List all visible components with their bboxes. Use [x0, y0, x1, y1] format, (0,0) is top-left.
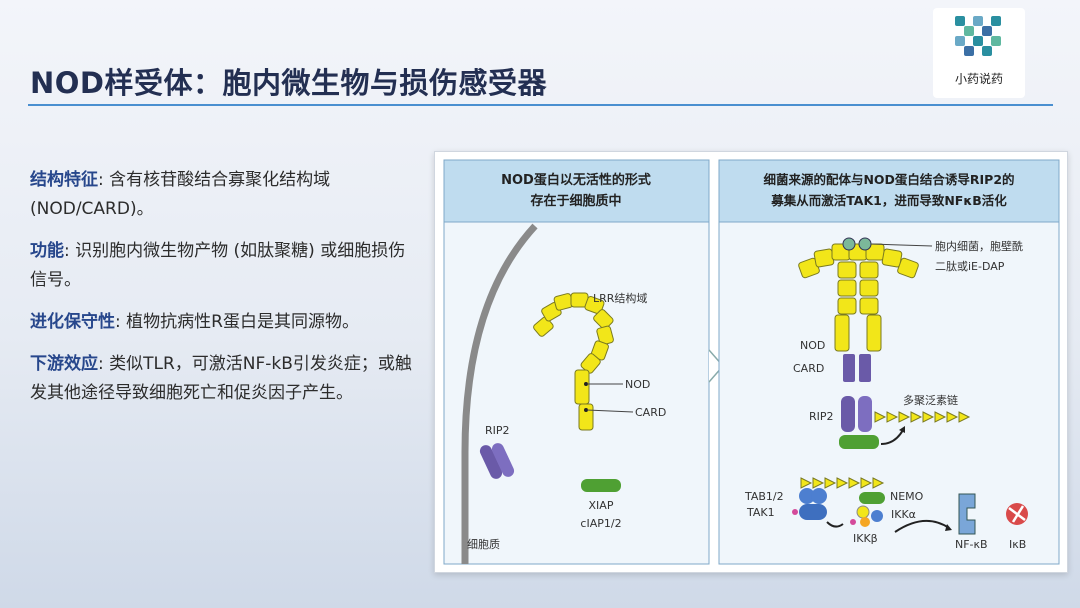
nemo-label: NEMO	[890, 490, 924, 503]
bullet-text: : 类似TLR，可激活NF-kB引发炎症；或触发其他途径导致细胞死亡和促炎因子产…	[30, 354, 412, 403]
bullet-label: 结构特征	[30, 170, 98, 190]
ubiquitin-ligase-shape	[839, 435, 879, 449]
ciap-label: cIAP1/2	[580, 517, 621, 530]
ikka-label: IKKα	[891, 508, 916, 521]
logo-text: 小药说药	[954, 72, 1003, 86]
rip2-label-left: RIP2	[485, 424, 510, 437]
nod-inactive-lrr	[533, 292, 614, 431]
nfkb-label: NF-κB	[955, 538, 988, 551]
ikb-label: IκB	[1009, 538, 1026, 551]
activation-arrow-icon	[880, 429, 904, 445]
ligand-label-2: 二肽或iE-DAP	[935, 259, 1005, 273]
right-panel-header	[718, 159, 1060, 223]
xiap-shape	[581, 479, 621, 492]
nod-label-right: NOD	[800, 339, 825, 352]
left-header-line1: NOD蛋白以无活性的形式	[501, 172, 651, 188]
tab12-label: TAB1/2	[744, 490, 784, 503]
ikb-degraded	[1006, 503, 1028, 525]
cytoplasm-label: 细胞质	[467, 538, 500, 551]
card-shape-2	[859, 354, 871, 382]
left-panel	[443, 159, 710, 565]
bullet-conservation: 进化保守性: 植物抗病性R蛋白是其同源物。	[30, 308, 415, 337]
ubiquitin-chain-lower	[800, 477, 885, 489]
nod-label-left: NOD	[625, 378, 650, 391]
bullet-structure: 结构特征: 含有核苷酸结合寡聚化结构域(NOD/CARD)。	[30, 166, 415, 224]
tab-tak1-complex	[792, 488, 827, 520]
title-divider	[28, 104, 1053, 106]
tak-arrow-icon	[826, 521, 844, 528]
bullet-text: : 含有核苷酸结合寡聚化结构域(NOD/CARD)。	[30, 170, 331, 219]
ikkb-label: IKKβ	[853, 532, 878, 545]
cell-membrane	[461, 223, 538, 564]
tak1-label: TAK1	[746, 506, 775, 519]
right-panel	[718, 159, 1060, 565]
ligand-label-1: 胞内细菌，胞壁酰	[935, 239, 1023, 253]
rip2-shape-1	[841, 396, 855, 432]
bullet-label: 进化保守性	[30, 312, 115, 332]
ikk-arrow-icon	[894, 520, 950, 533]
card-shape-1	[843, 354, 855, 382]
bullet-downstream: 下游效应: 类似TLR，可激活NF-kB引发炎症；或触发其他途径导致细胞死亡和促…	[30, 350, 415, 408]
right-header-line2: 募集从而激活TAK1，进而导致NFκB活化	[770, 193, 1007, 208]
left-header-line2: 存在于细胞质中	[530, 193, 621, 209]
nfkb-shape	[958, 493, 976, 535]
left-panel-header	[443, 159, 710, 223]
bullet-text: : 识别胞内微生物产物 (如肽聚糖) 或细胞损伤信号。	[30, 241, 406, 290]
polyubiquitin-chain	[874, 411, 971, 423]
logo-mark-icon	[955, 16, 1001, 56]
card-label-right: CARD	[793, 362, 824, 375]
rip2-inactive	[479, 443, 515, 479]
rip2-shape-2	[858, 396, 872, 432]
lrr-label: LRR结构域	[593, 291, 647, 305]
nod-pathway-figure: NOD蛋白以无活性的形式 存在于细胞质中 LRR结构域 NOD CARD	[434, 151, 1068, 573]
ikk-complex	[850, 492, 885, 527]
bullet-list: 结构特征: 含有核苷酸结合寡聚化结构域(NOD/CARD)。 功能: 识别胞内微…	[30, 166, 415, 421]
page-title: NOD样受体：胞内微生物与损伤感受器	[30, 66, 547, 100]
right-header-line1: 细菌来源的配体与NOD蛋白结合诱导RIP2的	[763, 172, 1014, 187]
pathway-diagram: NOD蛋白以无活性的形式 存在于细胞质中 LRR结构域 NOD CARD	[443, 159, 1060, 565]
ligand-dot-2	[858, 237, 872, 251]
ubiquitin-label: 多聚泛素链	[903, 393, 958, 407]
rip2-label-right: RIP2	[809, 410, 834, 423]
ligand-dot-1	[842, 237, 856, 251]
card-label-left: CARD	[635, 406, 666, 419]
xiap-label: XIAP	[589, 499, 614, 512]
bullet-label: 下游效应	[30, 354, 98, 374]
logo: 小药说药	[933, 8, 1025, 98]
bullet-function: 功能: 识别胞内微生物产物 (如肽聚糖) 或细胞损伤信号。	[30, 237, 415, 295]
bullet-text: : 植物抗病性R蛋白是其同源物。	[115, 312, 359, 332]
bullet-label: 功能	[30, 241, 64, 261]
